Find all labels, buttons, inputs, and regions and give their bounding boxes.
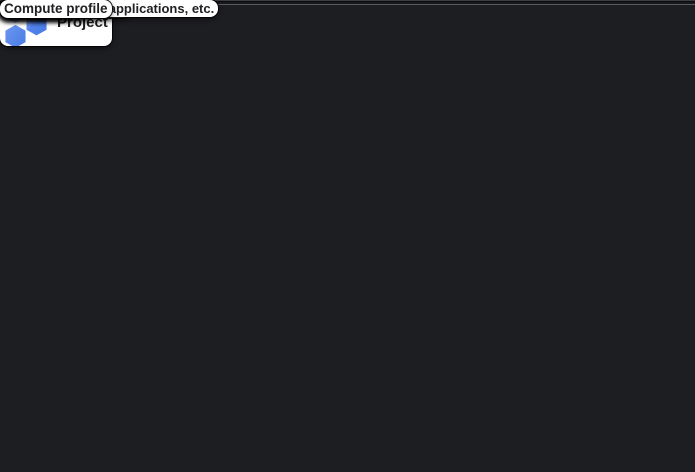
resources-level-band [0, 0, 695, 2]
compute-profile-label: Compute profile [4, 1, 108, 16]
project-label: Project [57, 14, 108, 32]
resource-row-guide-line [0, 0, 695, 1]
compute-profile-box: Compute profile [0, 0, 112, 18]
